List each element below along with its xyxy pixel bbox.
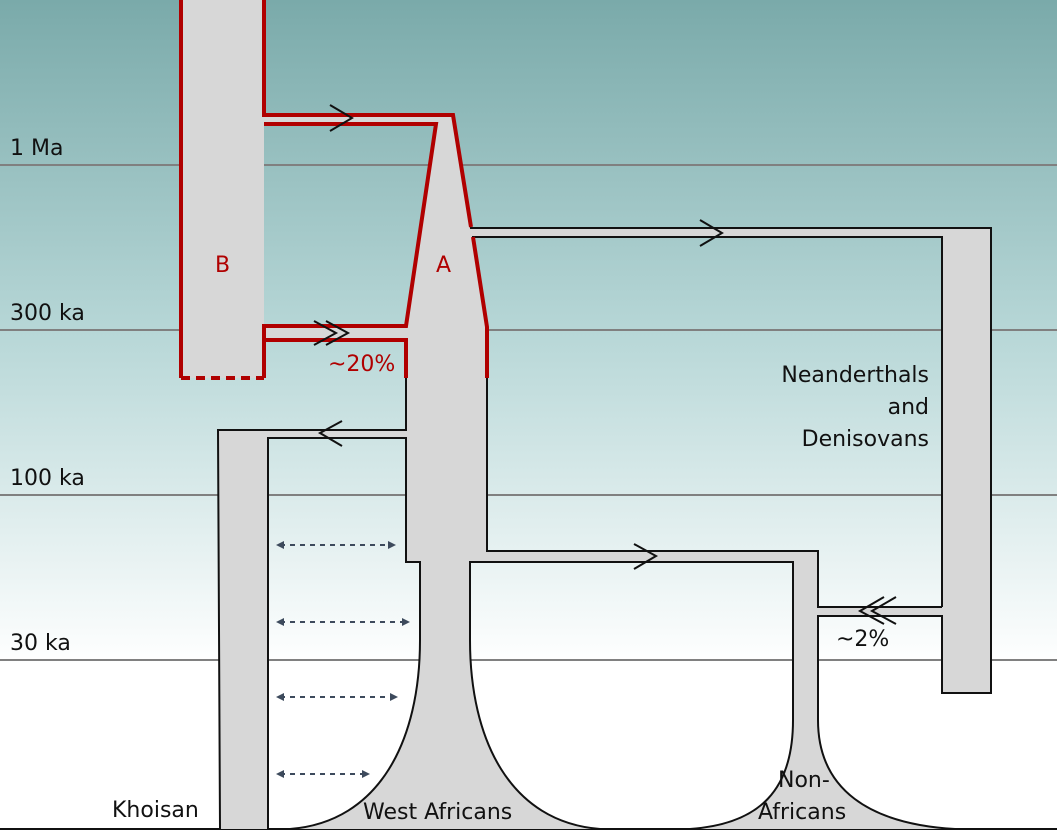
time-gridlines bbox=[0, 164, 1057, 830]
population-b-label: B bbox=[215, 253, 230, 278]
admixture-20-label: ~20% bbox=[328, 352, 395, 377]
denisovans-label: Denisovans bbox=[802, 427, 929, 452]
admixture-2-label: ~2% bbox=[836, 627, 889, 652]
arrow-to-non-africans-icon bbox=[633, 543, 659, 570]
population-fills bbox=[181, 0, 991, 829]
gene-flow-arrows bbox=[313, 104, 897, 625]
time-label-100ka: 100 ka bbox=[10, 466, 85, 491]
and-label: and bbox=[888, 395, 929, 420]
arrow-a-to-archaic-icon bbox=[699, 219, 724, 247]
population-outlines bbox=[216, 227, 992, 830]
time-label-30ka: 30 ka bbox=[10, 631, 71, 656]
double-arrow-archaic-icon bbox=[857, 596, 885, 625]
time-label-1ma: 1 Ma bbox=[10, 136, 63, 161]
khoisan-label: Khoisan bbox=[112, 798, 199, 823]
arrow-b-to-a-icon bbox=[329, 104, 354, 132]
double-arrow-b-to-a-icon bbox=[313, 320, 339, 346]
non-africans-label-line1: Non- bbox=[778, 768, 830, 793]
migration-dashed-arrows bbox=[276, 541, 410, 778]
arrow-to-khoisan-icon bbox=[317, 420, 343, 447]
west-africans-label: West Africans bbox=[363, 800, 512, 825]
neanderthals-label: Neanderthals bbox=[781, 363, 929, 388]
population-a-label: A bbox=[436, 253, 451, 278]
time-label-300ka: 300 ka bbox=[10, 301, 85, 326]
non-africans-label-line2: Africans bbox=[758, 800, 846, 825]
